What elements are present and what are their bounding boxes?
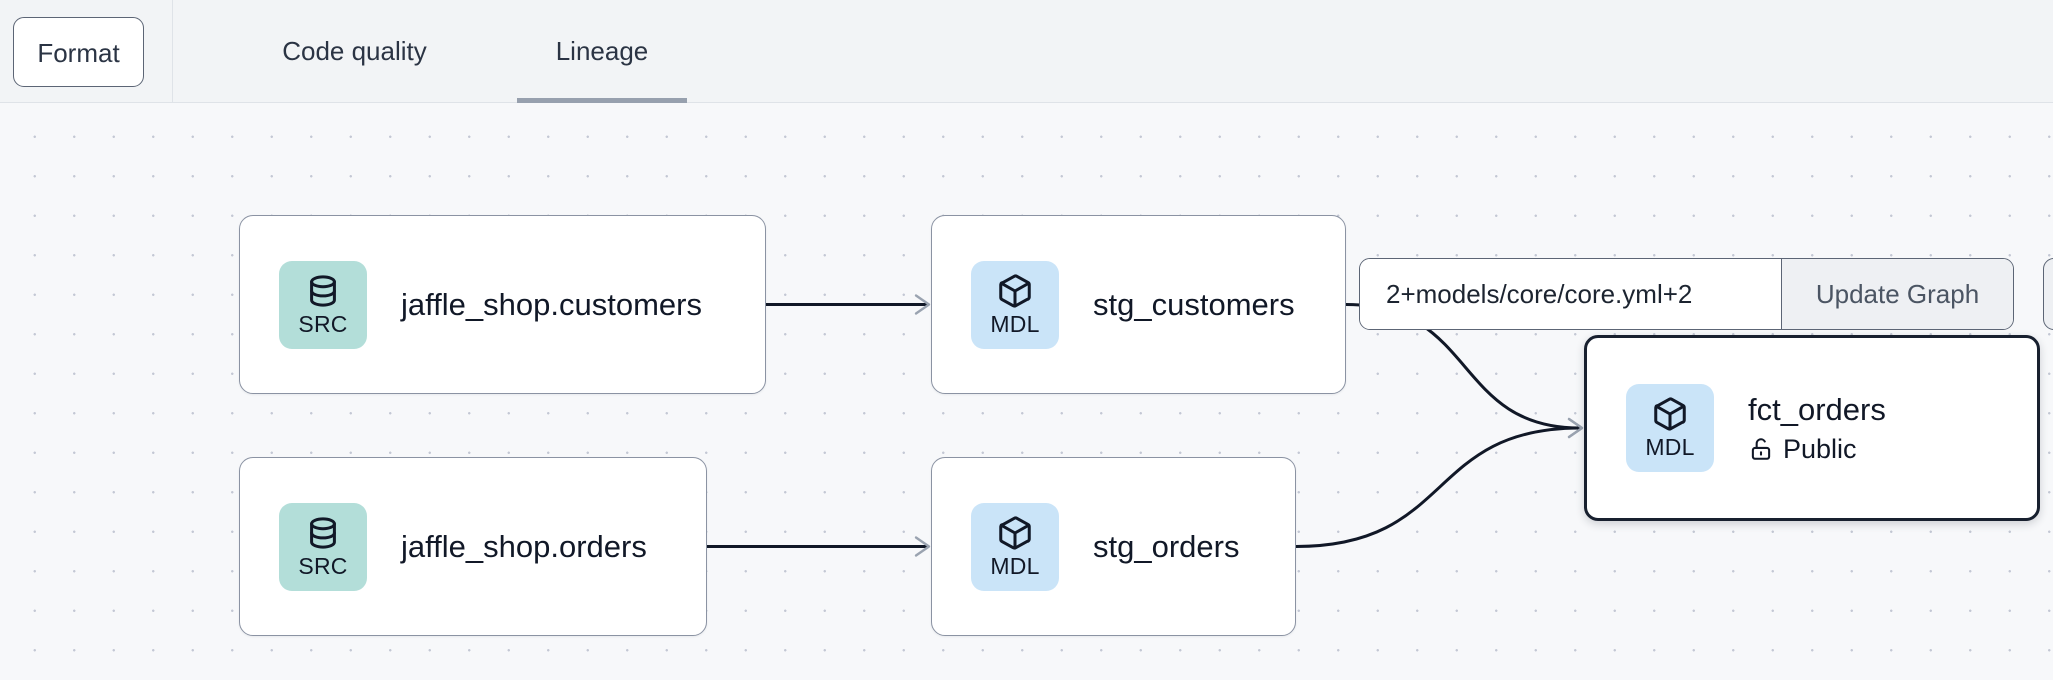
node-type-badge: MDL: [1626, 384, 1714, 472]
cube-icon: [996, 272, 1034, 310]
node-text-block: jaffle_shop.customers: [401, 287, 702, 323]
edge-src-customers-to-stg-customers-arrowhead: [914, 294, 931, 315]
node-type-label: MDL: [990, 552, 1040, 579]
node-type-label: SRC: [298, 310, 348, 337]
node-type-label: MDL: [990, 310, 1040, 337]
top-toolbar: Format Code quality Lineage: [0, 0, 2053, 103]
node-text-block: stg_customers: [1093, 287, 1295, 323]
node-visibility-badge: Public: [1748, 434, 1886, 465]
node-type-badge: MDL: [971, 260, 1059, 349]
cube-icon: [1651, 395, 1689, 433]
lineage-node-src-orders[interactable]: SRC jaffle_shop.orders: [239, 457, 707, 636]
toolbar-divider: [172, 0, 173, 103]
node-title: jaffle_shop.orders: [401, 528, 647, 564]
tab-active-underline: [517, 98, 687, 103]
edge-src-orders-to-stg-orders-arrowhead: [914, 536, 931, 557]
graph-control-group: Update Graph: [1359, 258, 2014, 330]
node-type-label: MDL: [1645, 434, 1695, 460]
node-type-badge: SRC: [279, 502, 367, 591]
node-text-block: jaffle_shop.orders: [401, 529, 647, 565]
node-type-badge: MDL: [971, 502, 1059, 591]
tab-lineage[interactable]: Lineage: [517, 0, 687, 103]
edge-stg-orders-to-fct-orders: [1295, 426, 1581, 548]
lineage-node-src-customers[interactable]: SRC jaffle_shop.customers: [239, 215, 766, 394]
database-icon: [304, 272, 342, 310]
tab-label: Code quality: [282, 36, 427, 66]
node-title: stg_orders: [1093, 528, 1240, 564]
tab-label: Lineage: [555, 36, 649, 66]
node-type-badge: SRC: [279, 260, 367, 349]
database-icon: [304, 514, 342, 552]
format-button[interactable]: Format: [13, 17, 144, 87]
lineage-node-stg-customers[interactable]: MDL stg_customers: [931, 215, 1346, 394]
node-title: jaffle_shop.customers: [401, 286, 702, 322]
node-visibility-label: Public: [1783, 433, 1857, 464]
unlock-icon: [1748, 436, 1774, 462]
graph-selector-input[interactable]: [1360, 259, 1781, 329]
node-title: fct_orders: [1748, 391, 1886, 427]
node-type-label: SRC: [298, 552, 348, 579]
node-title: stg_customers: [1093, 286, 1295, 322]
edge-stg-customers-to-fct-orders-arrowhead: [1567, 417, 1584, 439]
cube-icon: [996, 514, 1034, 552]
update-graph-button[interactable]: Update Graph: [1781, 259, 2013, 329]
node-text-block: stg_orders: [1093, 529, 1239, 565]
graph-options-button[interactable]: [2043, 258, 2053, 330]
edge-stg-orders-to-fct-orders-arrowhead: [1567, 417, 1584, 439]
tab-code-quality[interactable]: Code quality: [242, 0, 467, 103]
lineage-node-stg-orders[interactable]: MDL stg_orders: [931, 457, 1296, 636]
